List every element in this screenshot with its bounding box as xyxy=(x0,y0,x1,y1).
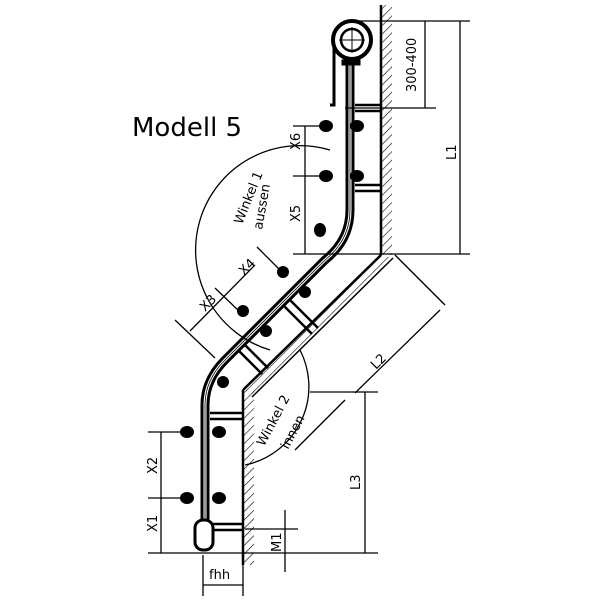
dim-L1: L1 xyxy=(445,144,460,160)
dim-X6: X6 xyxy=(289,133,304,150)
dimension-lines xyxy=(148,20,470,596)
dim-X1: X1 xyxy=(146,515,161,532)
dim-fhh: fhh xyxy=(209,568,230,583)
dim-M1: M1 xyxy=(270,533,285,553)
wall-brackets xyxy=(210,103,381,532)
dim-300-400: 300-400 xyxy=(405,38,420,92)
dim-X4: X4 xyxy=(236,256,259,279)
rail xyxy=(200,62,355,545)
wall xyxy=(241,5,394,565)
dim-X3: X3 xyxy=(197,292,220,315)
model-title: Modell 5 xyxy=(132,113,242,143)
dim-X2: X2 xyxy=(146,457,161,474)
dim-L3: L3 xyxy=(349,474,364,490)
dim-X5: X5 xyxy=(289,205,304,222)
dim-L2: L2 xyxy=(368,351,390,373)
rail-clamps xyxy=(180,120,364,552)
